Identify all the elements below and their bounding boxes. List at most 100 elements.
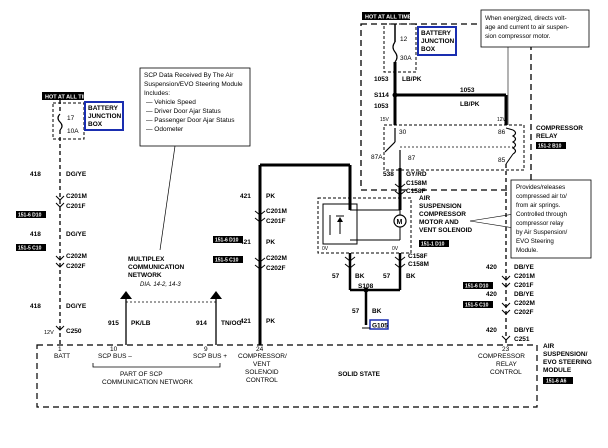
- ground-g105: G105: [372, 323, 388, 330]
- compressor-relay-badge: 151-2 B10: [538, 144, 562, 150]
- relay-area-outline: [360, 23, 532, 191]
- relay-voltage-right: 12V: [497, 117, 507, 123]
- wire-1053-number-b: 1053: [460, 87, 475, 94]
- wire-1053-color-a: LB/PK: [402, 76, 422, 83]
- relay-note-line1: When energized, directs volt-: [485, 15, 567, 22]
- battery-junction-box-right-line2: JUNCTION: [421, 38, 455, 45]
- wire-418-color-1: DG/YE: [66, 171, 87, 178]
- left-voltage-12v: 12V: [44, 330, 54, 336]
- splice-s114: S114: [374, 92, 389, 99]
- right-connector-c251-symbol: [501, 335, 511, 341]
- battery-junction-box-left-line2: JUNCTION: [88, 113, 122, 120]
- module-pin-24-label-2: VENT: [253, 361, 270, 368]
- motor-title-line2: SUSPENSION: [419, 203, 462, 210]
- relay-switch-arm: [384, 141, 396, 153]
- fuse-right-rating: 30A: [400, 55, 412, 62]
- module-title-line3: EVO STEERING: [543, 359, 592, 366]
- provides-note-line7: EVO Steering: [516, 238, 554, 245]
- wire-420-color-3: DB/YE: [514, 327, 535, 334]
- vent-solenoid-diode: [337, 217, 343, 222]
- module-pin-1: 1: [58, 346, 62, 353]
- relay-connector-c158f: C158F: [406, 188, 426, 195]
- motor-title-line1: AIR: [419, 195, 431, 202]
- fuse-left-rating: 10A: [67, 128, 79, 135]
- motor-title-line5: VENT SOLENOID: [419, 227, 472, 234]
- wire-1053-color-c: LB/PK: [460, 101, 480, 108]
- module-pin-24-label-4: CONTROL: [246, 377, 278, 384]
- left-connector-c202m: C202M: [66, 253, 87, 260]
- mid-connector-c201-symbol: [254, 210, 266, 223]
- left-badge-1: 151-6 D10: [18, 213, 42, 219]
- mid-connector-c201m: C201M: [266, 208, 287, 215]
- relay-note-line2: age and current to air suspen-: [485, 24, 569, 31]
- relay-pin-87: 87: [408, 155, 416, 162]
- battery-junction-box-left-line3: BOX: [88, 121, 103, 128]
- right-badge-1: 151-6 D10: [465, 284, 489, 290]
- wire-420-number-2: 420: [486, 291, 497, 298]
- module-pin-24-label-3: SOLENOID: [245, 369, 279, 376]
- compressor-relay-body: [383, 124, 525, 171]
- battery-junction-box-left-outline: [52, 102, 85, 140]
- motor-voltage-right: 0V: [392, 246, 399, 252]
- network-reference: DIA. 14-2, 14-3: [140, 282, 181, 288]
- left-badge-2-bg: [16, 244, 46, 251]
- relay-note: [480, 9, 590, 48]
- right-connector-c201-symbol: [501, 275, 511, 288]
- wire-57-number-right: 57: [383, 273, 391, 280]
- module-pin-10: 10: [110, 346, 118, 353]
- motor-badge-bg: [419, 240, 449, 247]
- wire-421-color-3: PK: [266, 318, 275, 325]
- fuse-left-symbol: [57, 113, 63, 131]
- right-connector-c202f: C202F: [514, 309, 534, 316]
- right-connector-c202-symbol: [501, 302, 511, 315]
- wire-1053-number-c: 1053: [374, 103, 389, 110]
- wire-420-color-2: DB/YE: [514, 291, 535, 298]
- module-pin-24: 24: [256, 346, 264, 353]
- scp-note-line5: — Driver Door Ajar Status: [146, 108, 222, 115]
- right-connector-c201f: C201F: [514, 282, 534, 289]
- vent-solenoid-box: [322, 203, 358, 245]
- relay-pin-87a: 87A: [371, 154, 383, 161]
- mid-badge-2-bg: [213, 256, 243, 263]
- relay-note-line3: sion compressor motor.: [485, 33, 551, 40]
- wire-421-number-2: 421: [240, 239, 251, 246]
- motor-title-line3: COMPRESSOR: [419, 211, 466, 218]
- module-badge: 151-6 A6: [546, 379, 567, 385]
- part-of-scp-line2: COMMUNICATION NETWORK: [102, 379, 194, 386]
- wire-420-color-1: DB/YE: [514, 264, 535, 271]
- right-badge-2-bg: [463, 301, 493, 308]
- mid-badge-1-bg: [213, 236, 243, 243]
- ground-g105-box: [369, 319, 389, 330]
- motor-leader: [469, 213, 515, 222]
- network-title-line2: COMMUNICATION: [128, 264, 185, 271]
- right-connector-c201m: C201M: [514, 273, 535, 280]
- wire-1053-number-a: 1053: [374, 76, 389, 83]
- scp-note-line6: — Passenger Door Ajar Status: [146, 117, 235, 124]
- module-pin-23-label-3: CONTROL: [490, 369, 522, 376]
- relay-coil: [511, 129, 517, 155]
- module-title-line4: MODULE: [543, 367, 572, 374]
- hot-at-all-times-label-right-bg: [362, 12, 410, 20]
- hot-at-all-times-label-left-bg: [42, 92, 84, 100]
- relay-connector-c158-symbol: [394, 183, 406, 196]
- wire-57-number-ground: 57: [352, 308, 360, 315]
- wire-57-color-left: BK: [355, 273, 365, 280]
- provides-note-line3: from air springs.: [516, 202, 561, 209]
- wire-421-color-1: PK: [266, 193, 275, 200]
- splice-s108: S108: [358, 283, 374, 290]
- compressor-motor-outline: [317, 197, 412, 254]
- left-badge-1-bg: [16, 211, 46, 218]
- scp-bracket: [92, 363, 221, 368]
- motor-connector-c158m: C158M: [408, 261, 429, 268]
- scp-note-line1: SCP Data Received By The Air: [144, 72, 234, 79]
- left-connector-c201-symbol: [55, 195, 65, 208]
- module-pin-9: 9: [204, 346, 208, 353]
- battery-junction-box-right-line3: BOX: [421, 46, 436, 53]
- left-connector-c201f: C201F: [66, 203, 86, 210]
- relay-pin-85: 85: [498, 157, 506, 164]
- wire-57-color-ground: BK: [372, 308, 382, 315]
- wire-421-number-3: 421: [240, 318, 251, 325]
- provides-note: [510, 179, 592, 259]
